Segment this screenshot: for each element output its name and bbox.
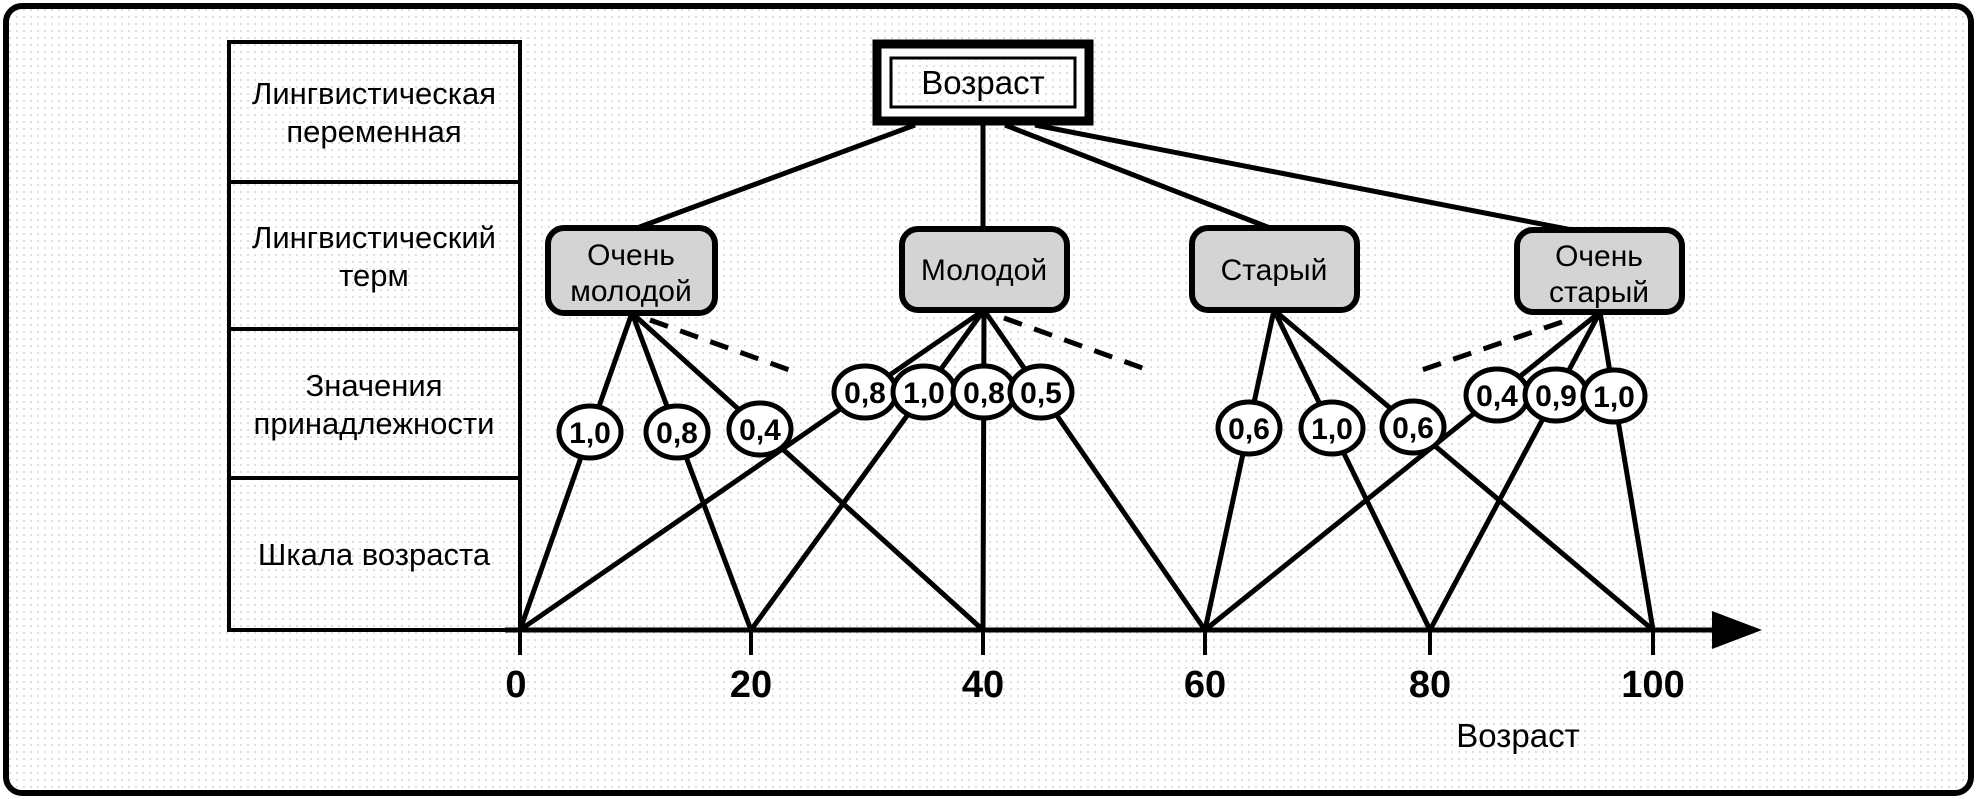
- term-label-young: Молодой: [921, 254, 1047, 287]
- membership-value: 1,0: [1593, 381, 1635, 414]
- term-label-old: Старый: [1221, 254, 1328, 287]
- row-box-age-scale: [227, 476, 522, 632]
- edge-root-very-old: [1034, 122, 1573, 233]
- axis-tick-label-20: 20: [730, 664, 772, 706]
- row-label-linguistic-variable-2: переменная: [286, 114, 461, 149]
- age-axis-title: Возраст: [1456, 717, 1579, 754]
- age-variable-node: Возраст: [872, 39, 1094, 126]
- age-variable-label: Возраст: [921, 64, 1044, 101]
- row-box-membership-values: [227, 327, 522, 480]
- row-label-linguistic-term-2: терм: [339, 258, 409, 293]
- term-nodes: Очень молодой Молодой Старый Очень стары…: [545, 225, 1685, 316]
- age-axis-arrow-icon: [1712, 611, 1762, 649]
- row-label-linguistic-variable-1: Лингвистическая: [252, 76, 496, 111]
- dashed-ellipsis-very-young: [649, 317, 796, 375]
- edge-very-old-age100: [1597, 311, 1656, 631]
- membership-value: 0,6: [1392, 412, 1434, 445]
- row-box-linguistic-variable: [227, 40, 522, 184]
- edge-very-young-age20: [629, 312, 754, 631]
- membership-value: 1,0: [1311, 413, 1353, 446]
- membership-circle: [556, 403, 624, 461]
- membership-value: 0,8: [963, 377, 1005, 410]
- row-box-linguistic-term: [227, 180, 522, 331]
- edge-very-young-age40: [630, 311, 985, 632]
- term-label-very-old-1: Очень: [1555, 240, 1643, 273]
- edge-very-old-age60: [1203, 310, 1602, 632]
- outer-frame: [3, 3, 1974, 796]
- row-label-age-scale: Шкала возраста: [258, 537, 491, 572]
- membership-circle: [1298, 399, 1366, 457]
- age-axis-group: 0 20 40 60 80 100 Возраст: [505, 611, 1762, 754]
- row-label-linguistic-term-1: Лингвистический: [252, 220, 496, 255]
- axis-tick-label-0: 0: [505, 664, 526, 706]
- membership-nodes: 1,0 0,8 0,4 0,8 1,0 0,8 0,5 0,6 1,0 0,6 …: [556, 363, 1648, 461]
- row-label-membership-values-2: принадлежности: [254, 406, 495, 441]
- edge-root-very-young: [636, 122, 916, 231]
- edge-very-young-age0: [517, 312, 635, 631]
- edge-root-old: [1004, 122, 1271, 231]
- membership-value: 0,5: [1020, 377, 1062, 410]
- term-label-very-young-2: молодой: [570, 275, 691, 308]
- membership-circle: [1580, 367, 1648, 425]
- dashed-ellipsis-young: [1003, 315, 1149, 373]
- edge-old-age80: [1271, 308, 1433, 632]
- membership-circle: [1007, 363, 1075, 421]
- legend-column: Лингвистическая переменная Лингвистическ…: [227, 40, 522, 632]
- dashed-ellipsis-very-old: [1415, 319, 1563, 375]
- membership-circle: [643, 403, 711, 461]
- edge-young-age40: [980, 309, 987, 631]
- membership-value: 1,0: [903, 377, 945, 410]
- edge-young-age20: [748, 308, 987, 632]
- term-box-very-young: [545, 225, 718, 316]
- membership-value: 0,6: [1228, 413, 1270, 446]
- edges: [517, 122, 1656, 633]
- membership-circle: [1215, 399, 1283, 457]
- membership-value: 0,8: [844, 377, 886, 410]
- axis-tick-label-100: 100: [1621, 664, 1684, 706]
- edge-young-age60: [981, 308, 1208, 632]
- membership-value: 0,4: [739, 414, 781, 447]
- term-box-old: [1189, 225, 1360, 313]
- membership-circle: [1379, 398, 1447, 456]
- membership-value: 0,8: [656, 417, 698, 450]
- edge-old-age60: [1202, 309, 1277, 631]
- axis-tick-label-60: 60: [1184, 664, 1226, 706]
- term-label-very-old-2: старый: [1549, 276, 1649, 309]
- edge-very-old-age80: [1427, 310, 1603, 632]
- row-label-membership-values-1: Значения: [305, 368, 442, 403]
- membership-circle: [726, 400, 794, 458]
- age-variable-box-inner: [889, 56, 1077, 109]
- term-label-very-young-1: Очень: [587, 239, 675, 272]
- term-box-very-old: [1514, 227, 1685, 315]
- membership-value: 1,0: [569, 417, 611, 450]
- membership-value: 0,4: [1476, 380, 1518, 413]
- term-box-young: [899, 226, 1070, 313]
- axis-tick-label-80: 80: [1409, 664, 1451, 706]
- edge-young-age0: [518, 307, 986, 633]
- edge-old-age100: [1272, 308, 1655, 632]
- axis-tick-label-40: 40: [962, 664, 1004, 706]
- membership-value: 0,9: [1535, 380, 1577, 413]
